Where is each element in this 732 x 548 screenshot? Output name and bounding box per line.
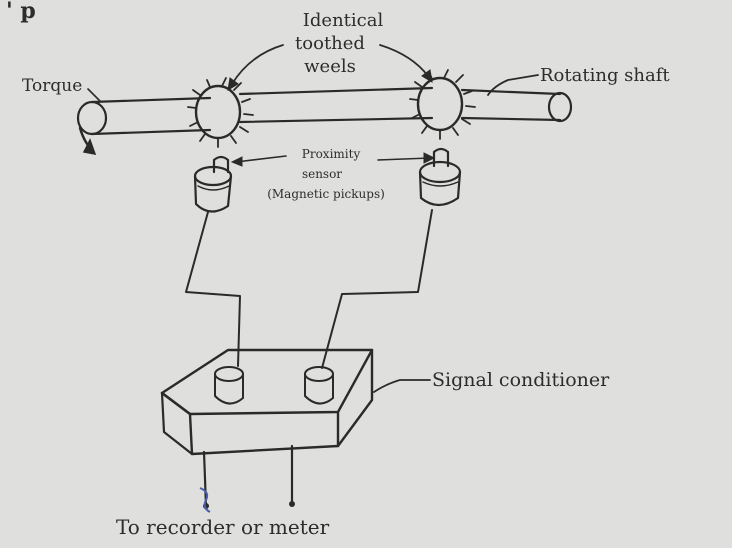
proximity-leader-right xyxy=(377,157,431,161)
right-toothed-wheel xyxy=(409,69,476,140)
heading-fragment: ' p xyxy=(6,0,36,24)
output-wire-left xyxy=(202,450,208,508)
identical-arrowhead-left xyxy=(227,77,239,91)
proximity-label-line3: (Magnetic pickups) xyxy=(267,187,385,201)
left-proximity-sensor xyxy=(193,155,233,213)
proximity-arrowhead-left xyxy=(230,156,243,167)
identical-label-line3: weels xyxy=(304,56,356,77)
right-proximity-sensor xyxy=(418,147,462,207)
identical-leader-left xyxy=(231,44,284,85)
signal-conditioner-box xyxy=(160,348,374,456)
pen-mark xyxy=(199,487,211,513)
signal-conditioner-label: Signal conditioner xyxy=(432,369,610,391)
proximity-label-line1: Proximity xyxy=(302,147,361,161)
right-sensor-wire xyxy=(321,209,433,369)
left-connector xyxy=(214,366,244,405)
torque-label: Torque xyxy=(22,76,82,96)
proximity-label-line2: sensor xyxy=(302,167,342,181)
proximity-arrowhead-right xyxy=(423,152,436,164)
identical-arrowhead-right xyxy=(421,69,433,83)
rotating-shaft xyxy=(76,86,573,136)
output-terminal-right xyxy=(289,501,295,507)
rotating-shaft-leader xyxy=(487,74,539,96)
proximity-leader-left xyxy=(235,155,287,163)
identical-label-line1: Identical xyxy=(303,10,384,31)
torque-leader xyxy=(87,88,101,102)
rotating-shaft-label: Rotating shaft xyxy=(540,65,670,86)
identical-leader-right xyxy=(379,44,429,77)
output-label: To recorder or meter xyxy=(116,515,330,539)
torque-arrowhead xyxy=(82,138,97,155)
right-connector xyxy=(304,366,334,405)
identical-label-line2: toothed xyxy=(295,33,365,54)
signal-conditioner-leader xyxy=(373,379,431,393)
left-toothed-wheel xyxy=(187,77,254,148)
left-sensor-wire xyxy=(185,211,241,367)
